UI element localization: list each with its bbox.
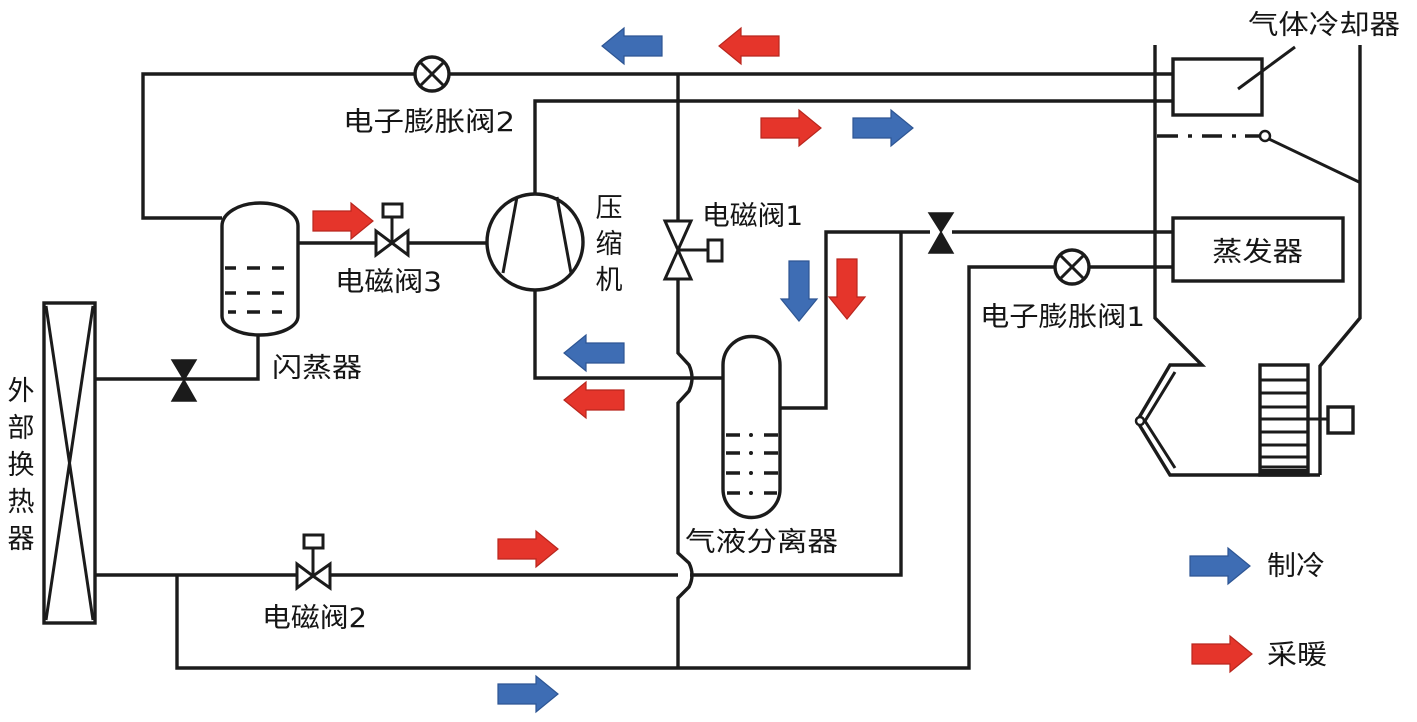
solenoid-valve-3-label: 电磁阀3 xyxy=(335,267,442,298)
gas-cooler-leader-line xyxy=(1237,45,1296,91)
damper-blade xyxy=(1268,137,1360,184)
louver-hinge-icon xyxy=(1134,415,1146,427)
legend-heating-label: 采暖 xyxy=(1267,640,1327,671)
flow-arrow-heating xyxy=(497,529,559,569)
pipe-compressor-suction xyxy=(533,290,723,380)
compressor-body xyxy=(485,192,585,292)
check-valve-left xyxy=(170,359,198,402)
filled-valve-icon xyxy=(927,212,955,254)
legend-cooling-arrow-icon xyxy=(1189,546,1251,586)
pipes xyxy=(95,72,1173,670)
solenoid-valve-3-actuator-icon xyxy=(381,202,404,219)
solenoid-valve-1 xyxy=(662,219,724,281)
labels: 气体冷却器 电子膨胀阀2 压缩机 电磁阀1 电磁阀3 蒸发器 电子膨胀阀1 闪蒸… xyxy=(8,10,1401,634)
flow-arrow-heating xyxy=(760,108,822,148)
electronic-expansion-valve-1 xyxy=(1053,248,1091,286)
flash-tank-label: 闪蒸器 xyxy=(272,353,362,384)
eev2-label: 电子膨胀阀2 xyxy=(343,107,515,138)
flow-arrow-cooling xyxy=(497,674,559,714)
flow-arrow-heating xyxy=(827,258,867,320)
eev1-cross-icon xyxy=(1058,253,1086,281)
flash-tank xyxy=(220,201,300,337)
separator-liquid-level-icon xyxy=(726,433,778,495)
flow-arrow-heating xyxy=(312,201,374,241)
pipe-bottom-loop xyxy=(175,265,1055,670)
gas-cooler-box xyxy=(1171,57,1264,117)
gas-cooler-label: 气体冷却器 xyxy=(1248,10,1400,41)
solenoid-valve-2 xyxy=(295,533,332,591)
damper-pivot-icon xyxy=(1258,129,1272,143)
evaporator-box xyxy=(1171,216,1345,283)
fan-grille-base xyxy=(1260,469,1308,475)
legend-cooling-label: 制冷 xyxy=(1267,551,1325,582)
pipe-separator-to-evaporator xyxy=(780,230,930,410)
separator-body xyxy=(721,334,782,520)
pipe-solenoid-valve-1-vertical xyxy=(676,74,694,668)
evaporator-label: 蒸发器 xyxy=(1212,237,1303,268)
solenoid-valve-2-label: 电磁阀2 xyxy=(262,603,367,634)
check-valve-right xyxy=(927,212,955,254)
fan-motor-icon xyxy=(1326,405,1355,435)
air-outlet-louver xyxy=(1143,371,1177,469)
pipe-compressor-discharge xyxy=(533,99,1173,194)
housing-left-wall xyxy=(1135,45,1320,477)
solenoid-valve-1-label: 电磁阀1 xyxy=(702,201,803,232)
external-heat-exchanger-label: 外部换热器 xyxy=(8,376,35,555)
pipe-flash-tank-to-external-hx xyxy=(95,335,260,381)
fan-unit xyxy=(1258,363,1355,477)
indoor-unit-housing xyxy=(1134,45,1362,477)
flow-arrow-cooling xyxy=(601,26,663,66)
damper xyxy=(1157,129,1360,184)
compressor xyxy=(485,192,585,292)
gas-liquid-separator xyxy=(721,334,782,520)
legend-item-heating: 采暖 xyxy=(1191,634,1327,674)
gas-liquid-separator-label: 气液分离器 xyxy=(685,527,838,558)
legend: 制冷 采暖 xyxy=(1189,546,1327,674)
compressor-label: 压缩机 xyxy=(596,193,623,296)
electronic-expansion-valve-2 xyxy=(413,55,451,93)
solenoid-valve-1-actuator-icon xyxy=(706,238,724,263)
fan-grille-lines xyxy=(1260,378,1308,469)
solenoid-valve-3 xyxy=(374,202,410,258)
pipe-valve2-to-evaporator-line xyxy=(330,232,903,577)
eev1-label: 电子膨胀阀1 xyxy=(980,302,1145,333)
flash-tank-liquid-level-icon xyxy=(225,266,284,314)
flow-arrow-heating xyxy=(718,26,780,66)
legend-heating-arrow-icon xyxy=(1191,634,1253,674)
eev2-cross-icon xyxy=(418,60,446,88)
compressor-icon xyxy=(501,196,573,274)
pipe-flash-tank-to-eev2 xyxy=(141,72,415,220)
legend-item-cooling: 制冷 xyxy=(1189,546,1325,586)
filled-valve-icon xyxy=(170,359,198,402)
flow-arrows xyxy=(312,26,914,714)
flow-arrow-cooling xyxy=(852,108,914,148)
flow-arrow-cooling xyxy=(563,333,625,373)
external-heat-exchanger xyxy=(42,301,97,625)
external-hx-cross-icon xyxy=(44,305,95,621)
flow-arrow-heating xyxy=(563,380,625,420)
solenoid-valve-2-actuator-icon xyxy=(302,533,325,550)
flow-arrow-cooling xyxy=(779,260,819,322)
